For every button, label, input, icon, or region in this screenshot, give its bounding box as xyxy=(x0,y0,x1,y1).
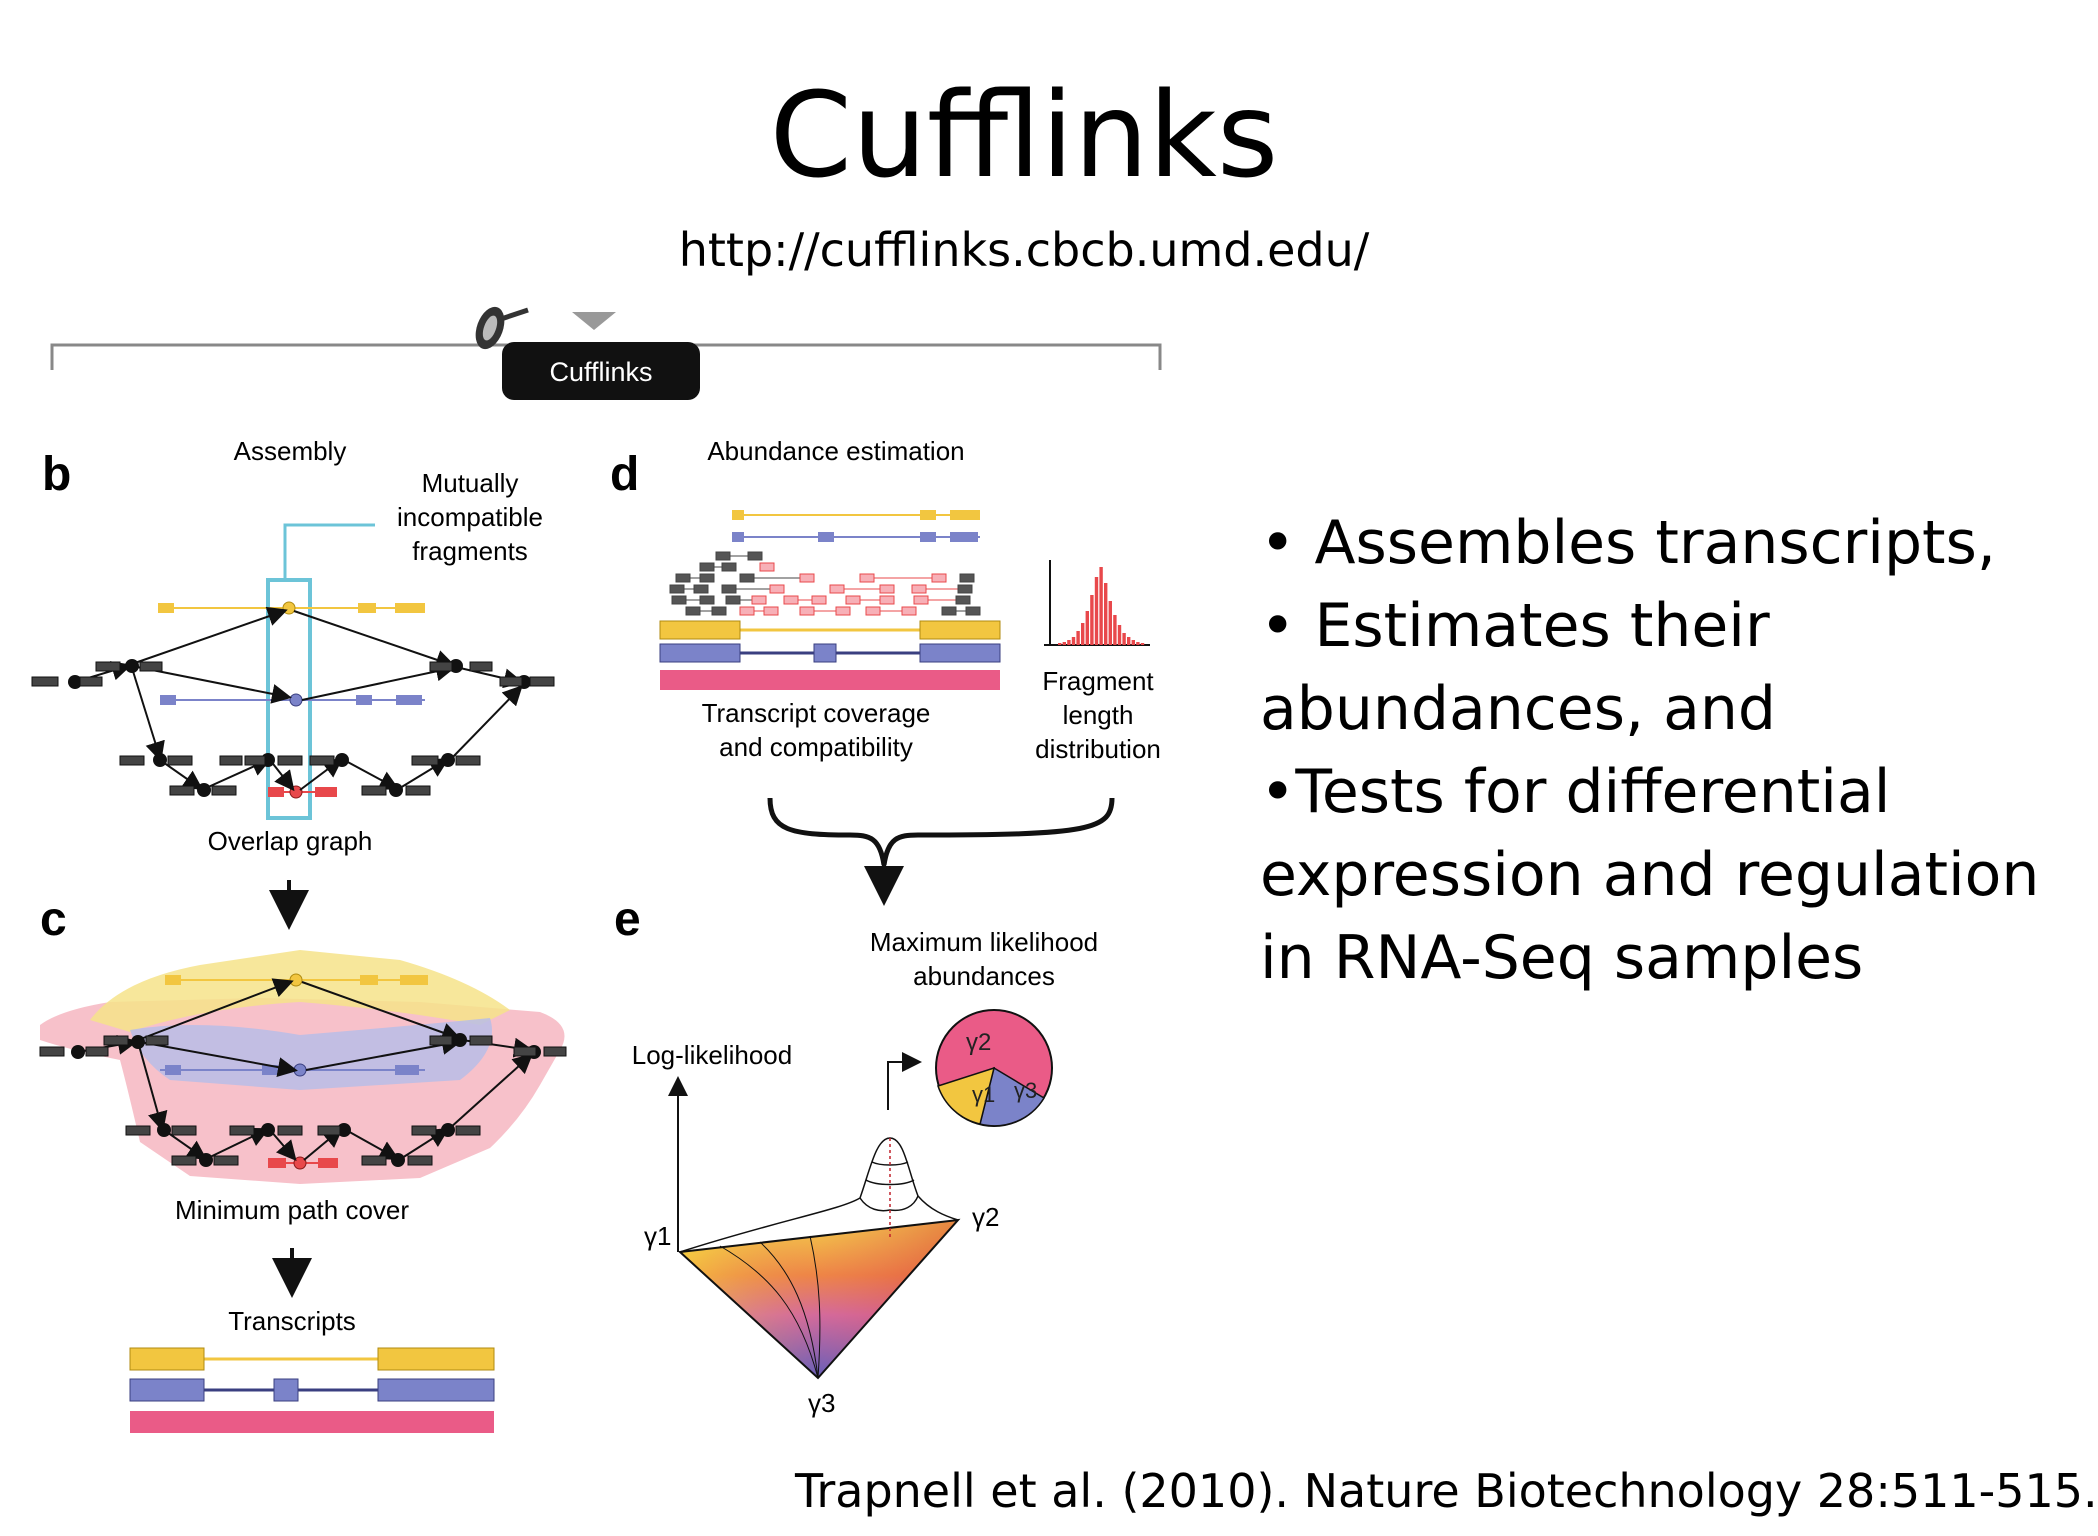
callout-line-2: incompatible xyxy=(397,502,543,532)
coverage-caption-1: Transcript coverage xyxy=(702,698,931,728)
log-likelihood-label: Log-likelihood xyxy=(632,1040,792,1070)
panel-c: c xyxy=(39,893,567,1433)
pie-slice-gamma3 xyxy=(979,1066,1046,1127)
fragment-caption-2: length xyxy=(1063,700,1134,730)
fragment-pile xyxy=(669,551,981,616)
transcript-yellow xyxy=(129,1347,495,1371)
cufflinks-url[interactable]: http://cufflinks.cbcb.umd.edu/ xyxy=(678,223,1370,277)
transcript-pink xyxy=(130,1411,494,1433)
coverage-pink-bar xyxy=(660,670,1000,690)
bullet-list: • Assembles transcripts, • Estimates the… xyxy=(1260,502,2040,1000)
gamma3-vertex-label: γ3 xyxy=(808,1388,835,1418)
ml-label-2: abundances xyxy=(913,961,1055,991)
min-path-cover-label: Minimum path cover xyxy=(175,1195,409,1225)
abundance-estimation-label: Abundance estimation xyxy=(707,436,964,466)
ml-label-1: Maximum likelihood xyxy=(870,927,1098,957)
overlap-graph-label: Overlap graph xyxy=(208,826,373,856)
gamma1-vertex-label: γ1 xyxy=(644,1221,671,1251)
panel-d: d Abundance estimation Transcript covera… xyxy=(610,436,1161,906)
slide-title: Cufflinks xyxy=(769,66,1279,204)
callout-line-1: Mutually xyxy=(422,468,519,498)
bullet-line: • Estimates their xyxy=(1260,591,1770,661)
bullet-line: in RNA-Seq samples xyxy=(1260,923,1864,993)
likelihood-surface xyxy=(679,1137,959,1379)
cufflinks-pill xyxy=(502,342,700,400)
assembly-label: Assembly xyxy=(234,436,347,466)
panel-letter-c: c xyxy=(40,893,67,946)
pie-label-gamma3: γ3 xyxy=(1014,1078,1037,1103)
pie-slice-gamma1 xyxy=(937,1066,996,1125)
transcript-blue xyxy=(129,1378,495,1402)
pie-label-gamma1: γ1 xyxy=(972,1082,995,1107)
fragment-caption-3: distribution xyxy=(1035,734,1161,764)
bullet-line: •Tests for differential xyxy=(1260,757,1891,827)
panel-letter-d: d xyxy=(610,448,639,501)
yellow-path-band xyxy=(90,950,510,1032)
tool-header: Cufflinks xyxy=(50,306,1162,400)
callout-line-3: fragments xyxy=(412,536,528,566)
merge-brace xyxy=(767,797,1115,866)
down-triangle-icon xyxy=(572,312,616,330)
fragment-caption-1: Fragment xyxy=(1042,666,1154,696)
cufflinks-figure: Cufflinks b Assembly Mutually incompatib… xyxy=(31,306,1162,1433)
panel-letter-e: e xyxy=(614,893,641,946)
abundance-pie: γ2 γ1 γ3 xyxy=(935,1009,1053,1127)
gamma2-vertex-label: γ2 xyxy=(972,1202,999,1232)
fragment-length-histogram xyxy=(1044,560,1150,646)
bullet-line: abundances, and xyxy=(1260,674,1776,744)
panel-b: b Assembly Mutually incompatible fragmen… xyxy=(31,436,555,930)
bullet-line: • Assembles transcripts, xyxy=(1260,508,1996,578)
transcripts-label: Transcripts xyxy=(228,1306,356,1336)
coverage-caption-2: and compatibility xyxy=(719,732,913,762)
pie-label-gamma2: γ2 xyxy=(966,1029,991,1056)
panel-letter-b: b xyxy=(42,448,71,501)
citation: Trapnell et al. (2010). Nature Biotechno… xyxy=(795,1464,2098,1518)
cufflinks-pill-label: Cufflinks xyxy=(549,357,652,387)
cufflinks-logo-icon xyxy=(475,306,529,350)
panel-e: e Maximum likelihood abundances Log-like… xyxy=(614,893,1098,1418)
bullet-line: expression and regulation xyxy=(1260,840,2040,910)
